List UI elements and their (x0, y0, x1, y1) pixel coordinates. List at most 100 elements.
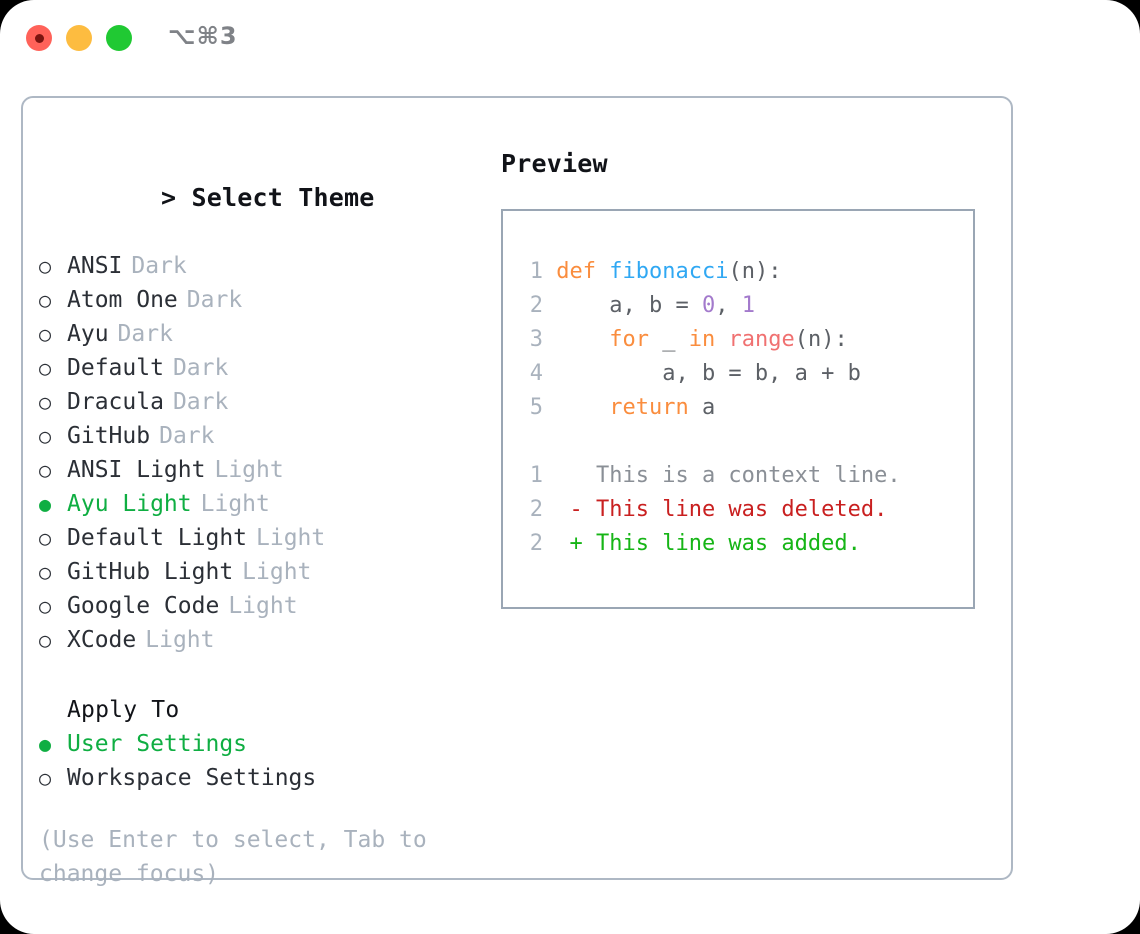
theme-option-github-light[interactable]: ○ GitHub Light Light (39, 555, 499, 589)
code-token-pl (556, 327, 609, 352)
diff-line-add: 2 + This line was added. (521, 527, 973, 561)
code-token-pl (556, 395, 609, 420)
theme-option-category: Light (242, 559, 312, 585)
radio-selected-icon: ● (39, 732, 52, 756)
theme-option-ayu-light[interactable]: ● Ayu Light Light (39, 487, 499, 521)
radio-unselected-icon: ○ (39, 356, 52, 380)
keyboard-hint-text: (Use Enter to select, Tab to change focu… (39, 827, 427, 887)
code-line-number: 1 (529, 259, 543, 284)
apply-to-option-workspace-settings[interactable]: ○ Workspace Settings (39, 761, 499, 795)
apply-to-heading: Apply To (67, 697, 180, 723)
diff-line-number: 2 (529, 497, 543, 522)
code-token-kw: in (688, 327, 716, 352)
diff-line-ctx: 1 This is a context line. (521, 459, 973, 493)
code-line-number: 2 (529, 293, 543, 318)
theme-option-category: Light (214, 457, 284, 483)
radio-selected-icon: ● (39, 492, 52, 516)
code-line: 4 a, b = b, a + b (521, 357, 973, 391)
theme-option-name: Dracula (67, 389, 164, 415)
spacer (521, 425, 973, 459)
maximize-window-button[interactable] (106, 25, 132, 51)
apply-to-option-user-settings[interactable]: ●User Settings (39, 727, 499, 761)
theme-option-github[interactable]: ○ GitHub Dark (39, 419, 499, 453)
code-token-num: 0 (701, 293, 716, 318)
theme-option-default[interactable]: ○ Default Dark (39, 351, 499, 385)
code-token-pl: a (688, 395, 716, 420)
radio-unselected-icon: ○ (39, 424, 52, 448)
theme-option-default-light[interactable]: ○ Default Light Light (39, 521, 499, 555)
theme-option-category: Light (228, 593, 298, 619)
code-line-number: 5 (529, 395, 543, 420)
theme-option-name: GitHub Light (67, 559, 234, 585)
radio-unselected-icon: ○ (39, 288, 52, 312)
code-token-pl: _ (648, 327, 689, 352)
radio-unselected-icon: ○ (39, 322, 52, 346)
prompt-marker: > (161, 183, 177, 212)
preview-heading: Preview (501, 149, 608, 178)
diff-line-number: 2 (529, 531, 543, 556)
theme-option-name: ANSI Light (67, 457, 206, 483)
theme-option-category: Dark (172, 355, 229, 381)
theme-option-category: Light (256, 525, 326, 551)
code-line: 5 return a (521, 391, 973, 425)
title-bar: ⌥⌘3 (0, 0, 1140, 78)
theme-option-category: Dark (172, 389, 229, 415)
code-token-pl: a, b = (556, 293, 702, 318)
theme-option-name: Default (67, 355, 164, 381)
preview-column: Preview 1 def fibonacci(n):2 a, b = 0, 1… (501, 147, 1001, 609)
theme-option-name: Default Light (67, 525, 248, 551)
theme-option-ansi-light[interactable]: ○ ANSI Light Light (39, 453, 499, 487)
code-token-pl: (n): (794, 327, 848, 352)
theme-option-category: Dark (117, 321, 173, 347)
theme-option-name: GitHub (67, 423, 151, 449)
theme-option-category: Light (145, 627, 215, 653)
code-token-kw: def (556, 259, 610, 284)
diff-line-text: This is a context line. (543, 463, 901, 488)
keyboard-shortcut-label: ⌥⌘3 (168, 22, 238, 50)
radio-unselected-icon: ○ (39, 526, 52, 550)
minimize-window-button[interactable] (66, 25, 92, 51)
diff-sample: 1 This is a context line.2 - This line w… (521, 459, 973, 561)
apply-to-option-name: Workspace Settings (67, 765, 317, 791)
close-window-button[interactable] (26, 25, 52, 51)
code-token-fn: fibonacci (609, 259, 729, 284)
traffic-lights (26, 25, 132, 51)
theme-option-category: Dark (131, 253, 187, 279)
theme-option-name: Ayu Light (67, 491, 192, 517)
radio-unselected-icon: ○ (39, 766, 52, 790)
code-token-kw: for (609, 327, 649, 352)
spacer (39, 795, 499, 823)
spacer (39, 657, 499, 693)
theme-option-category: Light (200, 491, 270, 517)
theme-option-atom-one[interactable]: ○ Atom One Dark (39, 283, 499, 317)
code-token-kw: return (609, 395, 689, 420)
theme-option-name: Atom One (67, 287, 178, 313)
select-theme-heading: > Select Theme (39, 147, 499, 249)
theme-option-dracula[interactable]: ○ Dracula Dark (39, 385, 499, 419)
code-line-number: 4 (529, 361, 543, 386)
theme-option-category: Dark (159, 423, 215, 449)
radio-unselected-icon: ○ (39, 560, 52, 584)
select-theme-title: Select Theme (191, 183, 375, 212)
apply-to-option-list: ●User Settings ○ Workspace Settings (39, 727, 499, 795)
code-line: 1 def fibonacci(n): (521, 255, 973, 289)
theme-option-name: XCode (67, 627, 137, 653)
radio-unselected-icon: ○ (39, 390, 52, 414)
theme-option-name: Google Code (67, 593, 220, 619)
diff-line-number: 1 (529, 463, 543, 488)
diff-line-text: - This line was deleted. (543, 497, 888, 522)
theme-option-category: Dark (186, 287, 243, 313)
code-token-pl: , (715, 293, 742, 318)
code-token-pl: (n): (728, 259, 782, 284)
radio-unselected-icon: ○ (39, 458, 52, 482)
code-line: 2 a, b = 0, 1 (521, 289, 973, 323)
